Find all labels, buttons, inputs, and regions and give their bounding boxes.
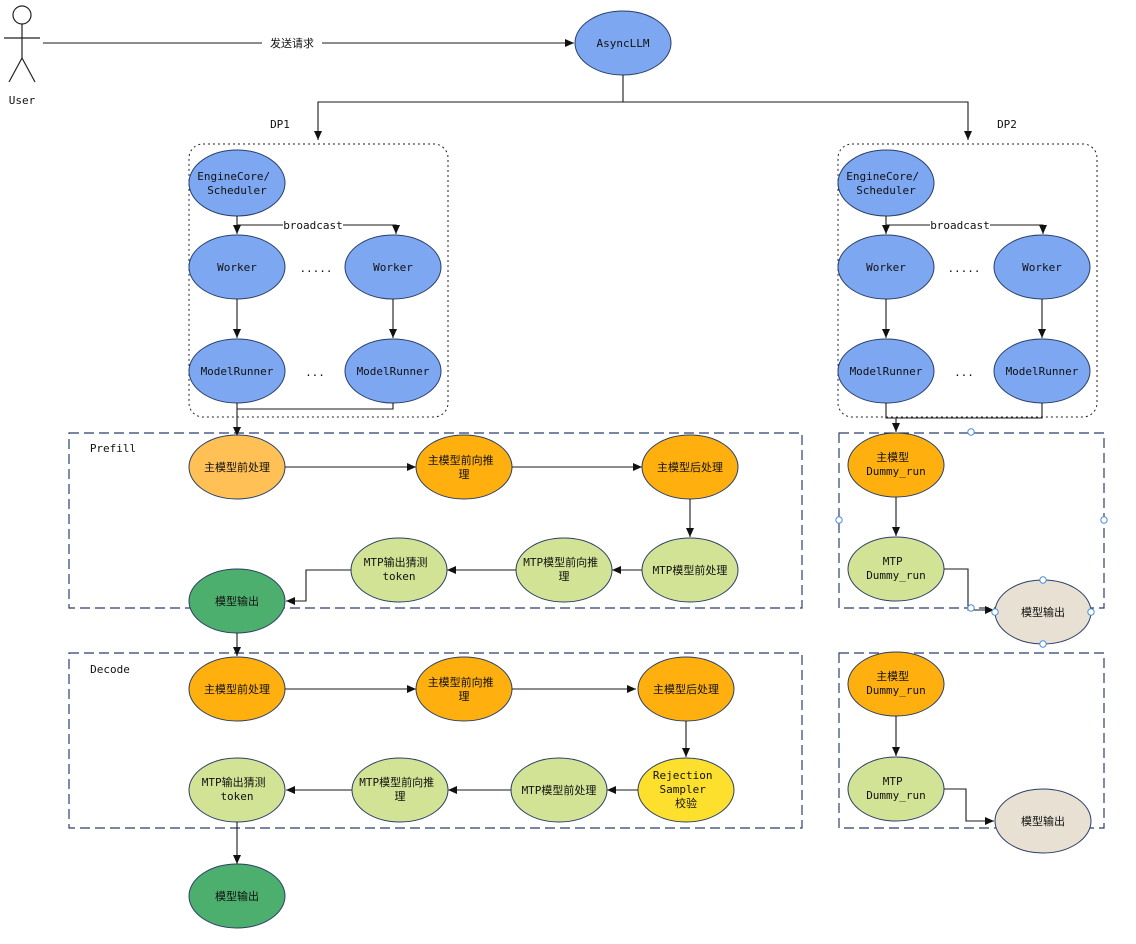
- svg-text:主模型 Dummy_run: 主模型 Dummy_run: [866, 669, 926, 697]
- prefill-box: [68, 432, 803, 609]
- svg-text:主模型 Dummy_run: 主模型 Dummy_run: [866, 450, 926, 478]
- svg-text:MTP输出猜测 token: MTP输出猜测 token: [364, 555, 435, 583]
- dp2-worker-dots: .....: [947, 262, 980, 275]
- decode-label: Decode: [90, 663, 130, 676]
- svg-text:Worker: Worker: [373, 261, 413, 274]
- svg-text:模型输出: 模型输出: [1021, 814, 1065, 828]
- dp1-worker-dots: .....: [299, 262, 332, 275]
- dp2-decode-output-node: [994, 788, 1092, 854]
- svg-text:MTP模型前向推 理: MTP模型前向推 理: [523, 555, 605, 583]
- user-label: User: [9, 94, 36, 107]
- svg-text:主模型后处理: 主模型后处理: [657, 460, 723, 474]
- svg-text:MTP模型前向推 理: MTP模型前向推 理: [359, 775, 441, 803]
- dp1-broadcast-label: broadcast: [283, 219, 343, 232]
- user-actor-icon: [4, 5, 40, 83]
- dp1-engine-core-node: [188, 149, 286, 217]
- svg-text:Worker: Worker: [1022, 261, 1062, 274]
- svg-text:模型输出: 模型输出: [215, 889, 259, 903]
- svg-text:MTP输出猜测 token: MTP输出猜测 token: [202, 775, 273, 803]
- svg-text:模型输出: 模型输出: [1021, 605, 1065, 619]
- request-label: 发送请求: [270, 36, 314, 50]
- svg-text:ModelRunner: ModelRunner: [850, 365, 923, 378]
- decode-main-fwd-node: [415, 656, 513, 722]
- svg-text:主模型前处理: 主模型前处理: [204, 460, 270, 474]
- svg-text:ModelRunner: ModelRunner: [1006, 365, 1079, 378]
- svg-text:主模型前向推 理: 主模型前向推 理: [428, 675, 501, 703]
- dp2-decode-box: [838, 652, 1105, 829]
- dp2-runner-dots: ...: [954, 366, 974, 379]
- svg-text:主模型前向推 理: 主模型前向推 理: [428, 453, 501, 481]
- svg-text:Worker: Worker: [866, 261, 906, 274]
- dp2-engine-core-label: EngineCore/ Scheduler: [846, 170, 925, 197]
- async-llm-label: AsyncLLM: [597, 37, 650, 50]
- selection-handles: [835, 428, 1108, 648]
- async-to-dp2-edge: [623, 101, 972, 140]
- svg-text:ModelRunner: ModelRunner: [201, 365, 274, 378]
- dp1-runner-dots: ...: [305, 366, 325, 379]
- dp2-broadcast-label: broadcast: [930, 219, 990, 232]
- decode-output-node: [188, 863, 286, 929]
- decode-box: [68, 652, 803, 829]
- svg-text:MTP模型前处理: MTP模型前处理: [653, 563, 728, 577]
- dp1-label: DP1: [270, 118, 290, 131]
- svg-text:模型输出: 模型输出: [215, 594, 259, 608]
- svg-text:主模型后处理: 主模型后处理: [653, 682, 719, 696]
- svg-text:Rejection Sampler 校验: Rejection Sampler 校验: [653, 769, 719, 810]
- svg-text:ModelRunner: ModelRunner: [357, 365, 430, 378]
- svg-text:MTP Dummy_run: MTP Dummy_run: [866, 555, 926, 582]
- dp2-container: [837, 143, 1098, 418]
- dp2-engine-core-node: [837, 149, 935, 217]
- svg-text:MTP模型前处理: MTP模型前处理: [522, 783, 597, 797]
- svg-text:主模型前处理: 主模型前处理: [204, 682, 270, 696]
- prefill-label: Prefill: [90, 442, 136, 455]
- prefill-main-fwd-node: [415, 434, 513, 500]
- dp2-label: DP2: [997, 118, 1017, 131]
- svg-text:Worker: Worker: [217, 261, 257, 274]
- async-to-dp-edge: [314, 75, 624, 140]
- svg-text:MTP Dummy_run: MTP Dummy_run: [866, 775, 926, 802]
- dp1-engine-core-label: EngineCore/ Scheduler: [197, 170, 276, 197]
- dp1-container: [188, 143, 449, 418]
